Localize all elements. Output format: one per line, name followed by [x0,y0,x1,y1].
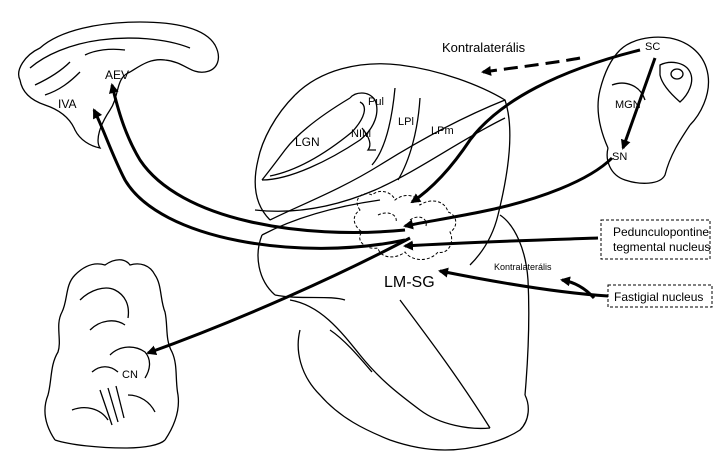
label-iva: IVA [58,97,76,111]
label-sn: SN [612,151,627,163]
label-sc: SC [645,41,660,53]
arrow-sn-to-lmsg [405,158,612,226]
label-nim: NIM [351,128,371,140]
arrow-kontralateralis-top [483,58,580,72]
label-cn: CN [122,369,138,381]
label-kontralateralis-bottom: Kontralaterális [494,262,552,272]
label-aev: AEV [105,68,129,82]
pedunculopontine-line1: Pedunculopontine [613,225,709,239]
label-lm-sg: LM-SG [384,274,435,291]
label-mgn: MGN [615,99,641,111]
arrow-ppt-to-lmsg [405,238,598,246]
label-lpm: LPm [431,125,454,137]
label-kontralateralis-top: Kontralaterális [442,40,526,55]
cortex-outline [19,22,219,148]
label-pul: Pul [368,96,384,108]
arrow-fastigial-to-lmsg [440,271,608,296]
label-lgn: LGN [295,135,320,149]
pedunculopontine-line2: tegmental nucleus [613,240,710,254]
fastigial-label: Fastigial nucleus [614,290,703,304]
cerebellum-section [45,260,179,448]
label-lpl: LPl [398,116,414,128]
